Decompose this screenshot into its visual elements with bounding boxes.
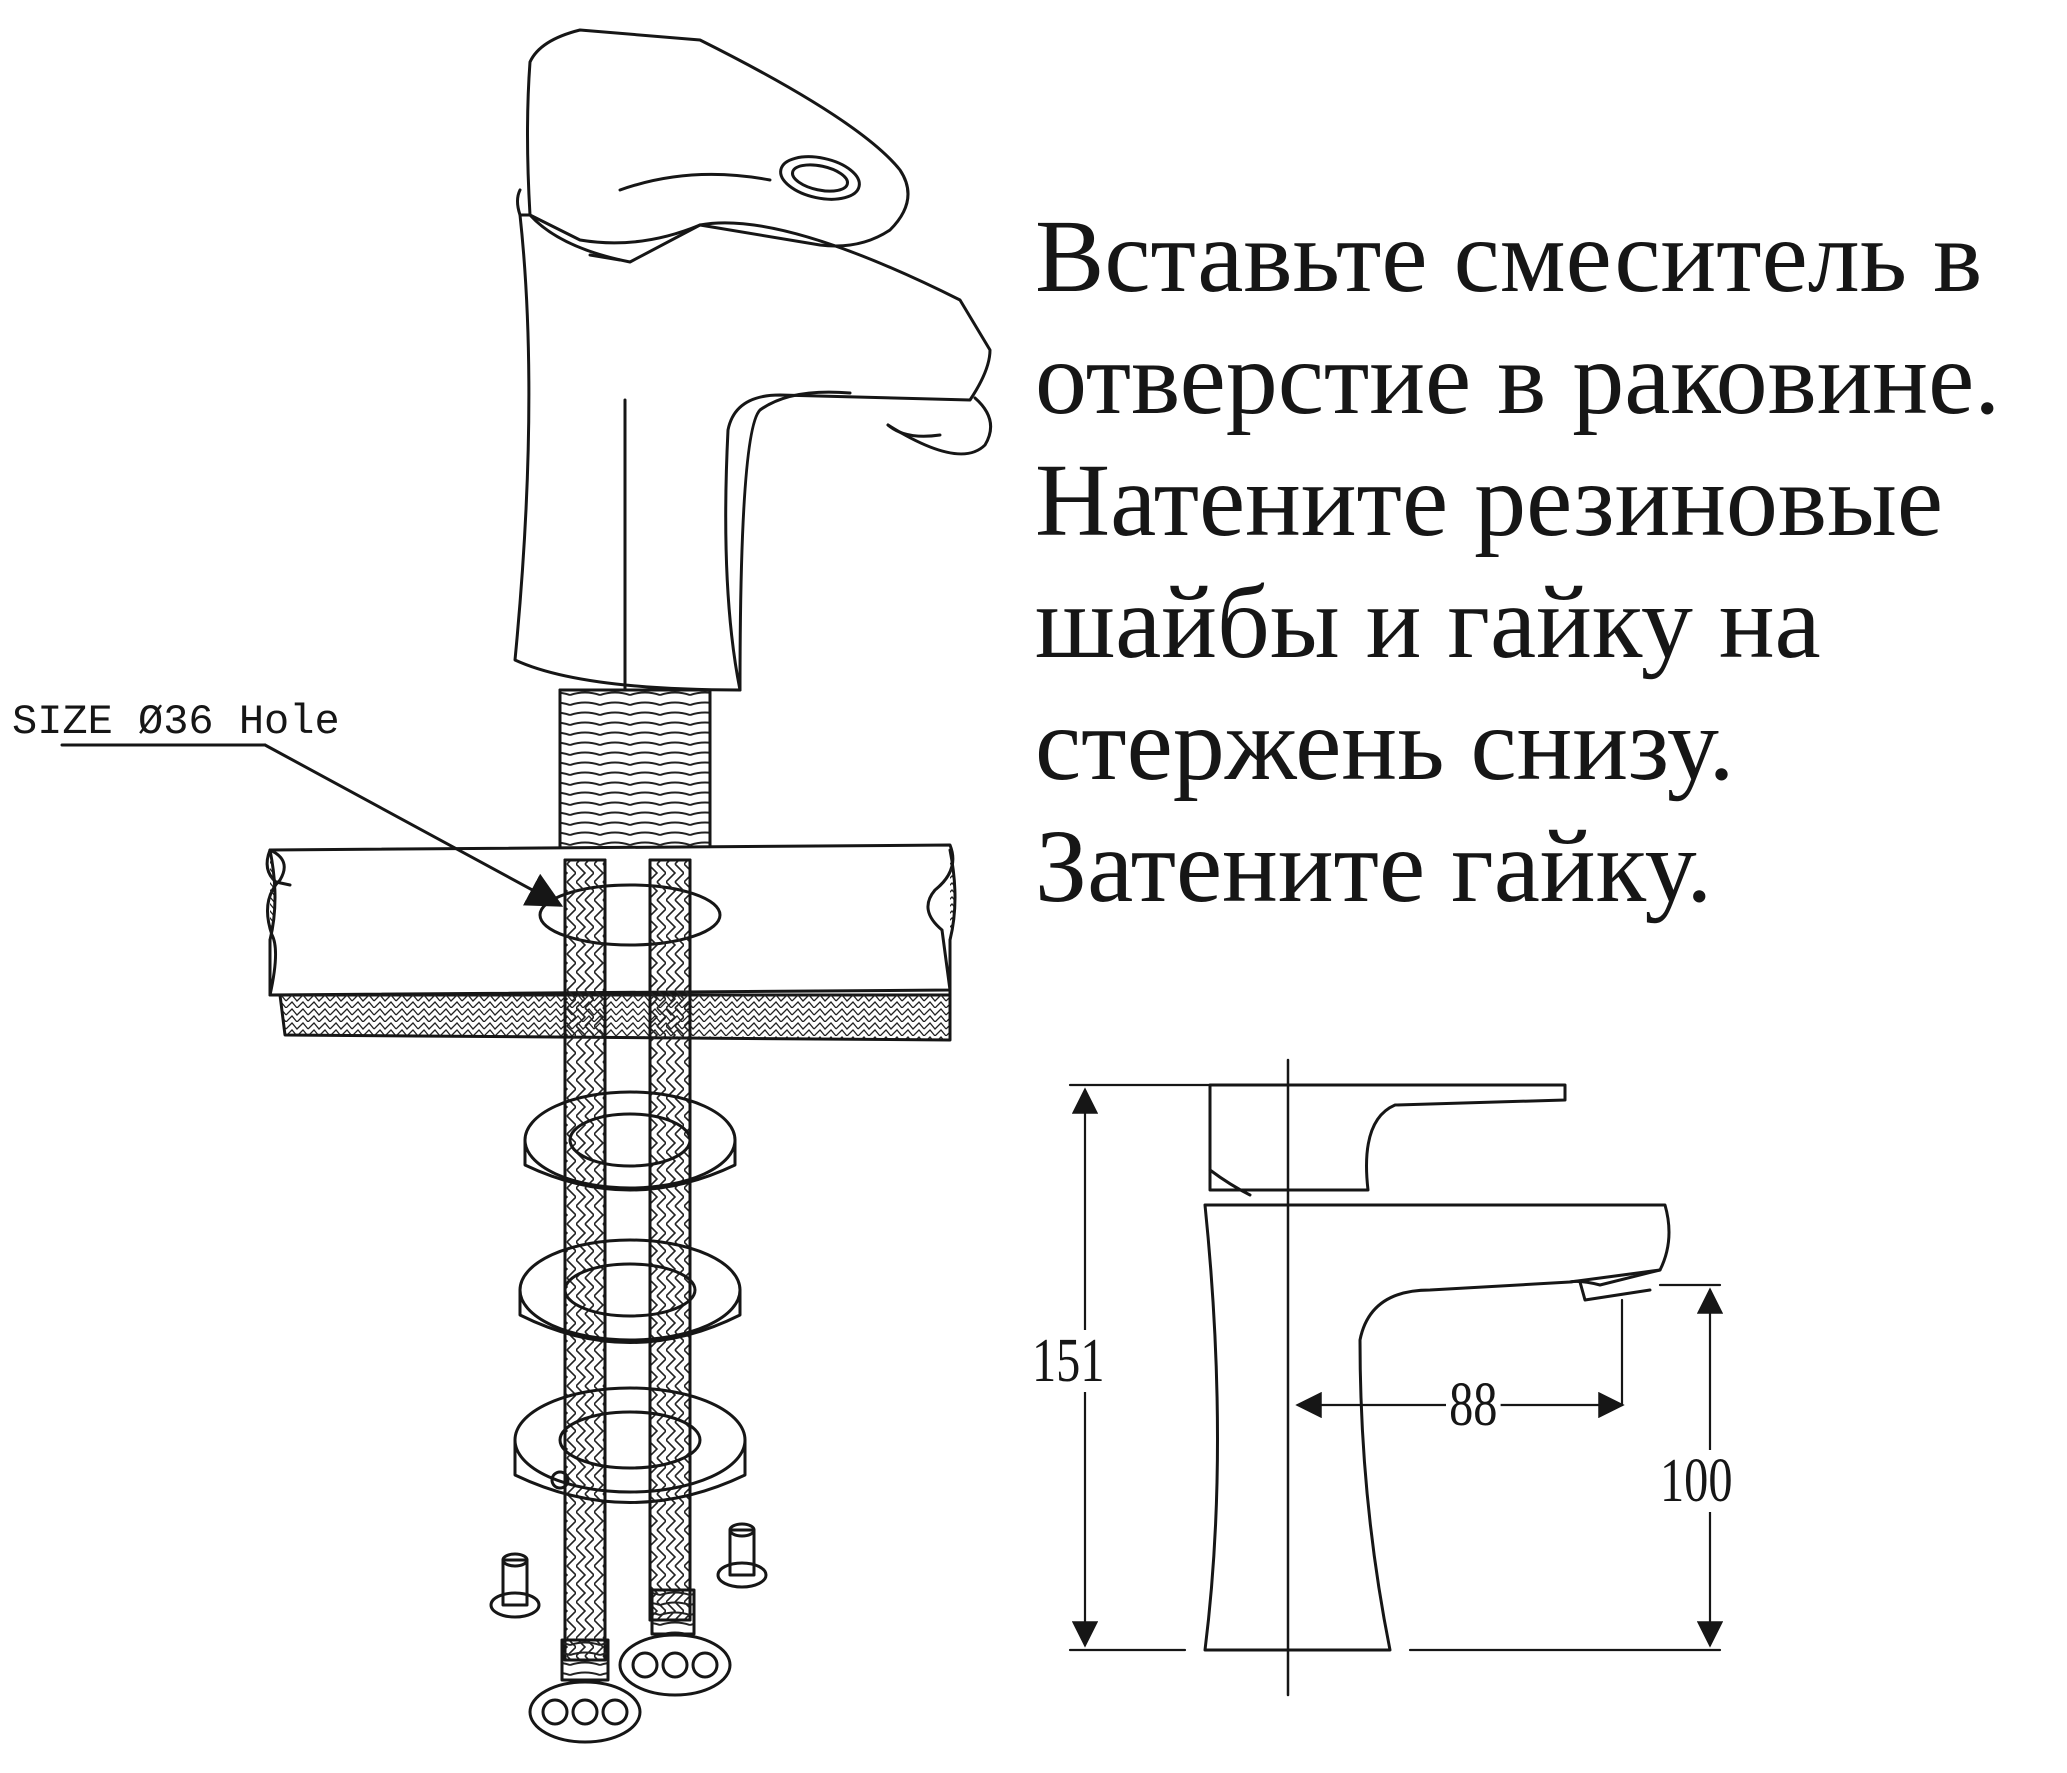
nut-drawing bbox=[513, 1386, 747, 1504]
washer-2-drawing bbox=[518, 1238, 742, 1344]
instruction-line: Вставьте смеситель в bbox=[1035, 199, 1983, 314]
side-view-drawing bbox=[1203, 1058, 1671, 1697]
dimension-spout-height-label: 100 bbox=[1660, 1447, 1733, 1515]
faucet-body-drawing bbox=[513, 28, 993, 692]
fitting-left-drawing bbox=[528, 1680, 642, 1744]
hole-size-label: SIZE Ø36 Hole bbox=[12, 698, 340, 746]
instruction-line: отверстие в раковине. bbox=[1035, 321, 2001, 436]
hole-leader-line bbox=[60, 743, 564, 907]
threaded-shank-drawing bbox=[558, 688, 712, 862]
instruction-line: Натените резиновые bbox=[1035, 443, 1944, 558]
instruction-line: стержень снизу. bbox=[1035, 687, 1735, 802]
installation-instruction: Вставьте смеситель в отверстие в раковин… bbox=[1035, 196, 2055, 928]
stud-left-drawing bbox=[489, 1552, 541, 1619]
instruction-line: шайбы и гайку на bbox=[1035, 565, 1821, 680]
dimension-height-label: 151 bbox=[1032, 1327, 1105, 1395]
dimension-reach-label: 88 bbox=[1446, 1374, 1501, 1436]
instruction-line: Затените гайку. bbox=[1035, 809, 1713, 924]
hose-left-drawing bbox=[560, 858, 610, 1682]
washer-1-drawing bbox=[523, 1090, 737, 1192]
dimension-lines bbox=[1068, 1083, 1724, 1652]
countertop-drawing bbox=[265, 843, 957, 1042]
stud-right-drawing bbox=[716, 1522, 768, 1589]
fitting-right-drawing bbox=[618, 1633, 732, 1697]
